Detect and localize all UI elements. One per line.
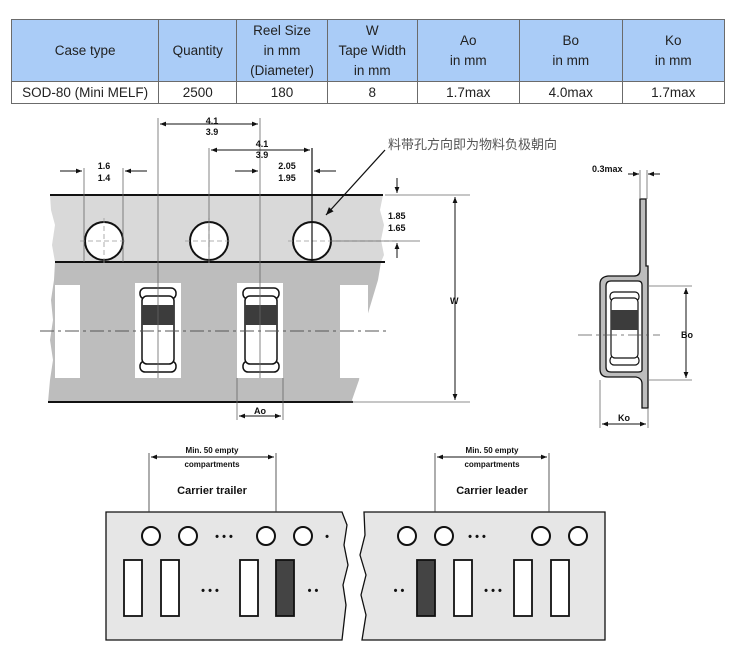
cell-case-type: SOD-80 (Mini MELF) — [10, 81, 160, 104]
melf-side — [609, 291, 640, 366]
bo-label: Bo — [681, 330, 693, 340]
hole-edge-min: 1.65 — [388, 223, 406, 233]
pitch-top-min: 3.9 — [206, 127, 219, 137]
carrier-leader: Min. 50 empty compartments Carrier leade… — [359, 446, 606, 641]
ellipsis: • • — [394, 585, 405, 597]
header-text: Case type — [54, 42, 116, 58]
pitch-top-max: 4.1 — [206, 116, 219, 126]
hole-dia-max: 1.6 — [98, 161, 111, 171]
header-text: (Diameter) — [250, 62, 314, 78]
header-text: Tape Width — [338, 42, 407, 58]
leader-min-label-2: compartments — [464, 460, 520, 469]
hole-offset-max: 2.05 — [278, 161, 296, 171]
header-tape-width: W Tape Width in mm — [326, 19, 418, 82]
hole-edge-max: 1.85 — [388, 211, 406, 221]
header-text: in mm — [449, 52, 487, 68]
pitch-mid-max: 4.1 — [256, 139, 269, 149]
tape-spec-table: Case type Quantity Reel Size in mm (Diam… — [10, 19, 725, 104]
ellipsis: • • • — [468, 531, 486, 543]
ko-label: Ko — [618, 413, 630, 423]
trailer-min-label-2: compartments — [184, 460, 240, 469]
pitch-mid-min: 3.9 — [256, 150, 269, 160]
header-text: Ko — [664, 32, 682, 48]
header-text: Reel Size — [253, 22, 311, 38]
trailer-title: Carrier trailer — [177, 485, 247, 497]
cell-bo: 4.0max — [519, 81, 623, 104]
tape-profile — [599, 198, 649, 409]
ao-label: Ao — [254, 406, 266, 416]
hole-offset-min: 1.95 — [278, 173, 296, 183]
header-reel-size: Reel Size in mm (Diameter) — [236, 19, 328, 82]
carrier-trailer: Min. 50 empty compartments Carrier trail… — [105, 446, 349, 641]
header-text: Quantity — [172, 42, 223, 58]
ellipsis: • — [325, 531, 329, 543]
header-text: Bo — [562, 32, 580, 48]
ellipsis: • • • — [484, 585, 502, 597]
cathode-band — [245, 305, 277, 325]
cell-ao: 1.7max — [416, 81, 521, 104]
ellipsis: • • • — [215, 531, 233, 543]
table-header-row: Case type Quantity Reel Size in mm (Diam… — [10, 19, 725, 82]
hole-dia-min: 1.4 — [98, 173, 111, 183]
header-text: Ao — [460, 32, 477, 48]
melf-component-2 — [242, 287, 280, 373]
cell-reel-size: 180 — [236, 81, 328, 104]
cross-section-view: 0.3max Bo Ko — [578, 164, 693, 428]
last-component-pocket — [416, 559, 436, 617]
header-text: in mm — [552, 52, 590, 68]
cell-quantity: 2500 — [158, 81, 238, 104]
cell-ko: 1.7max — [621, 81, 725, 104]
thickness-label: 0.3max — [592, 164, 623, 174]
header-text: W — [365, 22, 379, 38]
header-text: in mm — [654, 52, 692, 68]
cell-tape-width: 8 — [326, 81, 418, 104]
header-ao: Ao in mm — [416, 19, 521, 82]
first-component-pocket — [275, 559, 295, 617]
tape-width-label: W — [450, 296, 459, 306]
carrier-body — [48, 262, 381, 402]
leader-title: Carrier leader — [456, 485, 528, 497]
tape-top-view: 4.1 3.9 4.1 3.9 1.6 1.4 2.05 1.95 1.85 1… — [40, 116, 557, 420]
polarity-note: 料带孔方向即为物料负极朝向 — [388, 137, 557, 153]
ellipsis: • • • — [201, 585, 219, 597]
header-case-type: Case type — [10, 19, 160, 82]
leader-min-label-1: Min. 50 empty — [466, 446, 519, 455]
trailer-min-label-1: Min. 50 empty — [186, 446, 239, 455]
header-text: in mm — [263, 42, 301, 58]
table-row: SOD-80 (Mini MELF) 2500 180 8 1.7max 4.0… — [10, 81, 725, 104]
ellipsis: • • — [308, 585, 319, 597]
header-ko: Ko in mm — [621, 19, 725, 82]
header-text: in mm — [353, 62, 391, 78]
header-bo: Bo in mm — [519, 19, 623, 82]
pocket-right-partial — [340, 285, 368, 378]
pocket-left-partial — [55, 285, 80, 378]
